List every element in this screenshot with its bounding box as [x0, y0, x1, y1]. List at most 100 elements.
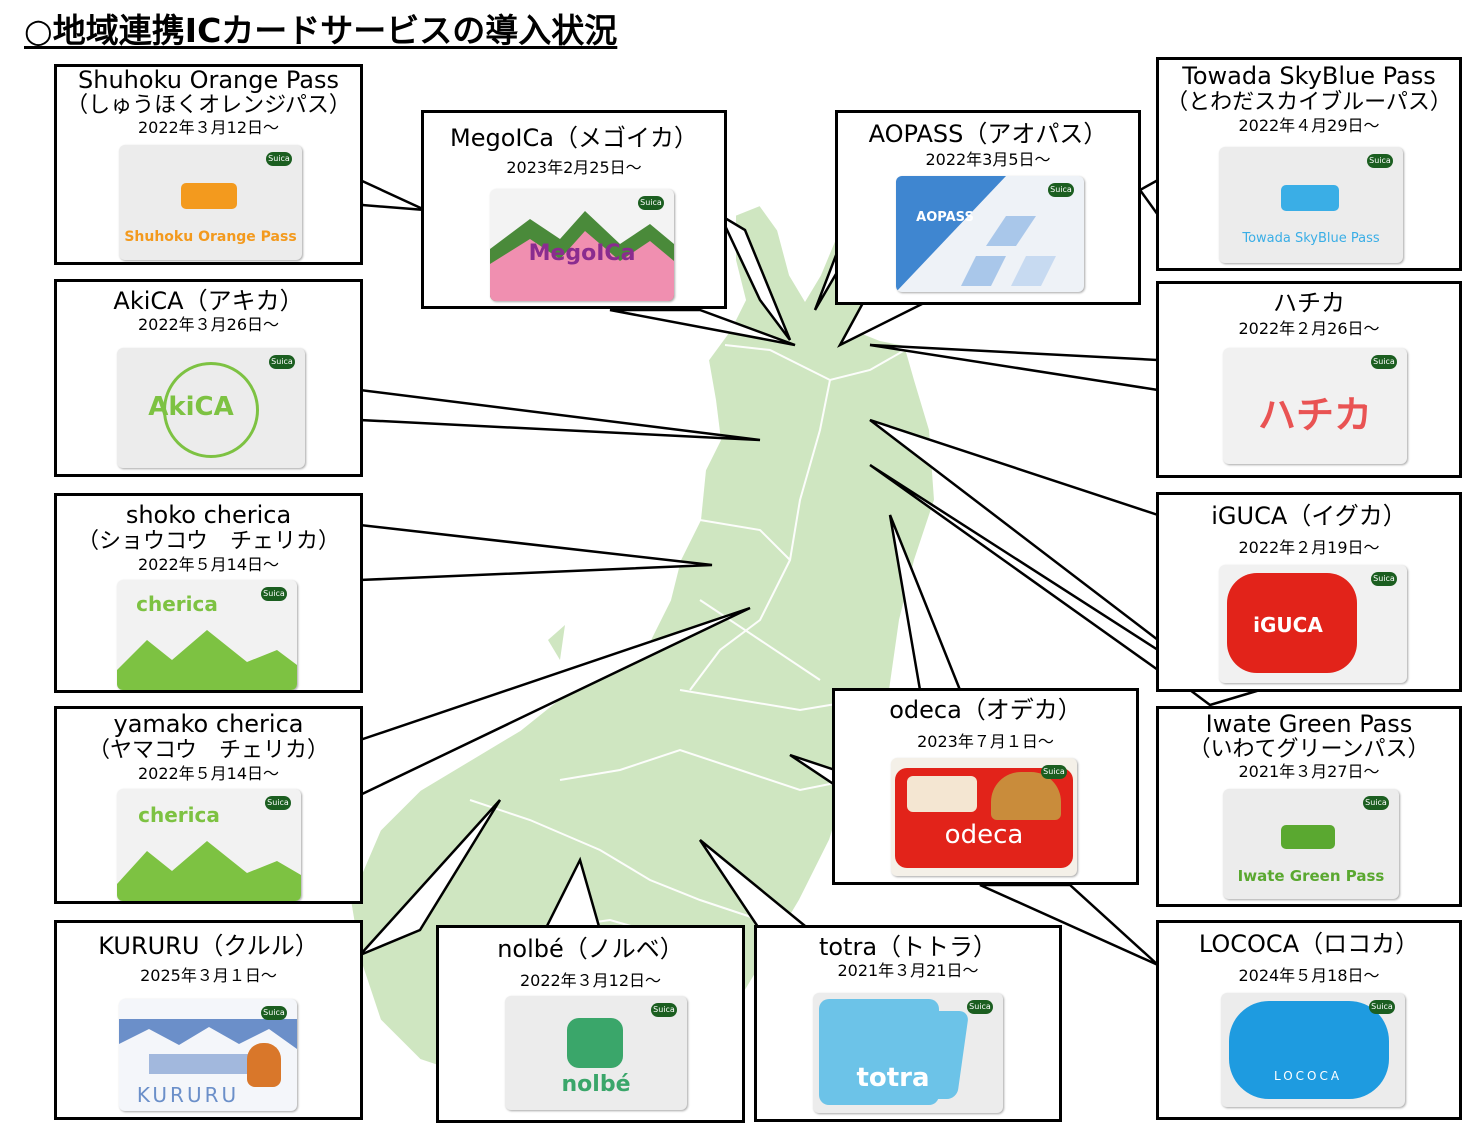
card-kana: （とわだスカイブルーパス） — [1166, 90, 1452, 115]
card-image-shuhoku: Suica Shuhoku Orange Pass — [119, 145, 302, 260]
card-name: MegoICa（メゴイカ） — [450, 124, 698, 152]
suica-logo: Suica — [651, 1003, 677, 1017]
card-image-kururu: Suica KURURU — [119, 999, 297, 1111]
bus-icon — [181, 183, 237, 209]
bus-icon — [567, 1018, 623, 1068]
card-logo-text: MegoICa — [528, 241, 636, 266]
card-logo-text: iGUCA — [1253, 613, 1323, 637]
card-name: totra（トトラ） — [818, 933, 998, 961]
callout-megoica: MegoICa（メゴイカ） 2023年2月25日～ Suica MegoICa — [421, 110, 727, 309]
kururu-mascot — [247, 1043, 281, 1087]
callout-lococa: LOCOCA（ロコカ） 2024年５月18日～ Suica LOCOCA — [1156, 920, 1462, 1120]
card-image-hachika: Suica ハチカ — [1223, 348, 1407, 464]
callout-shoko: shoko cherica （ショウコウ チェリカ） 2022年５月14日～ S… — [54, 493, 363, 693]
card-logo-text: ハチカ — [1257, 393, 1372, 437]
suica-logo: Suica — [1371, 355, 1397, 369]
card-name: odeca（オデカ） — [889, 696, 1082, 724]
card-name: Towada SkyBlue Pass — [1182, 62, 1436, 90]
leader-lines — [358, 177, 1261, 967]
card-name: iGUCA（イグカ） — [1211, 502, 1407, 530]
callout-nolbe: nolbé（ノルベ） 2022年３月12日～ Suica nolbé — [436, 925, 745, 1123]
callout-iwate: Iwate Green Pass （いわてグリーンパス） 2021年３月27日～… — [1156, 706, 1462, 907]
odeca-bear — [991, 772, 1061, 820]
card-name: AkiCA（アキカ） — [113, 287, 304, 315]
card-logo-text: odeca — [944, 820, 1024, 850]
card-image-nolbe: Suica nolbé — [505, 996, 687, 1110]
card-name: ハチカ — [1273, 289, 1345, 317]
start-date: 2022年3月5日～ — [925, 150, 1051, 169]
start-date: 2022年５月14日～ — [137, 555, 280, 574]
card-image-iwate: Suica Iwate Green Pass — [1223, 789, 1399, 899]
card-name: KURURU（クルル） — [98, 932, 319, 960]
suica-logo: Suica — [1363, 796, 1389, 810]
start-date: 2022年２月19日～ — [1238, 538, 1380, 557]
card-image-akica: Suica AkiCA — [117, 348, 305, 468]
callout-hachika: ハチカ 2022年２月26日～ Suica ハチカ — [1156, 281, 1462, 478]
callout-shuhoku: Shuhoku Orange Pass （しゅうほくオレンジパス） 2022年３… — [54, 64, 363, 265]
suica-logo: Suica — [1371, 572, 1397, 586]
card-kana: （しゅうほくオレンジパス） — [66, 93, 351, 118]
start-date: 2022年３月12日～ — [137, 118, 280, 137]
suica-logo: Suica — [265, 796, 291, 810]
callout-odeca: odeca（オデカ） 2023年７月１日～ Suica odeca — [832, 688, 1139, 885]
akica-ring — [163, 362, 259, 458]
card-logo-text: cherica — [138, 803, 220, 827]
card-kana: （ヤマコウ チェリカ） — [87, 738, 330, 763]
start-date: 2022年３月12日～ — [519, 971, 662, 990]
card-kana: （いわてグリーンパス） — [1188, 737, 1430, 762]
card-logo-text: Shuhoku Orange Pass — [124, 229, 297, 245]
card-image-towada: Suica Towada SkyBlue Pass — [1219, 147, 1403, 263]
suica-logo: Suica — [261, 1006, 287, 1020]
card-logo-text: Iwate Green Pass — [1237, 867, 1385, 885]
suica-logo: Suica — [638, 196, 664, 210]
card-image-totra: Suica totra — [813, 993, 1003, 1113]
callout-aopass: AOPASS（アオパス） 2022年3月5日～ Suica AOPASS — [835, 110, 1141, 305]
card-name: Iwate Green Pass — [1205, 710, 1413, 738]
card-name: shoko cherica — [125, 501, 292, 529]
start-date: 2021年３月21日～ — [837, 961, 979, 980]
card-image-odeca: Suica odeca — [891, 758, 1077, 876]
card-logo-text: cherica — [136, 592, 218, 616]
callout-yamako: yamako cherica （ヤマコウ チェリカ） 2022年５月14日～ S… — [54, 706, 363, 904]
suica-logo: Suica — [1041, 765, 1067, 779]
card-logo-text: AkiCA — [148, 392, 234, 422]
start-date: 2023年2月25日～ — [506, 158, 642, 177]
card-image-iguca: Suica iGUCA — [1219, 565, 1407, 683]
card-image-aopass: Suica AOPASS — [896, 176, 1084, 292]
start-date: 2025年３月１日～ — [140, 966, 277, 985]
callout-kururu: KURURU（クルル） 2025年３月１日～ Suica KURURU — [54, 920, 363, 1120]
bus-icon — [1281, 185, 1339, 211]
lococa-shape — [1229, 1001, 1389, 1099]
card-name: nolbé（ノルベ） — [497, 935, 684, 963]
card-logo-text: nolbé — [561, 1072, 631, 1097]
odeca-window — [907, 776, 977, 812]
callout-totra: totra（トトラ） 2021年３月21日～ Suica totra — [754, 925, 1062, 1122]
card-logo-text: Towada SkyBlue Pass — [1242, 231, 1380, 246]
card-logo-text: KURURU — [136, 1083, 240, 1107]
card-name: LOCOCA（ロコカ） — [1198, 930, 1420, 958]
card-image-yamako: Suica cherica — [117, 789, 301, 901]
start-date: 2021年３月27日～ — [1238, 762, 1380, 781]
card-name: yamako cherica — [113, 710, 304, 738]
card-logo-text: totra — [856, 1063, 930, 1093]
start-date: 2024年５月18日～ — [1238, 966, 1380, 985]
bus-icon — [1281, 825, 1335, 849]
card-name: AOPASS（アオパス） — [868, 120, 1108, 148]
card-logo-text: AOPASS — [916, 210, 974, 225]
suica-logo: Suica — [266, 152, 292, 166]
iguca-bubble — [1227, 573, 1357, 673]
suica-logo: Suica — [1369, 1000, 1395, 1014]
card-name: Shuhoku Orange Pass — [78, 66, 339, 94]
start-date: 2023年７月１日～ — [917, 732, 1054, 751]
suica-logo: Suica — [967, 1000, 993, 1014]
callout-towada: Towada SkyBlue Pass （とわだスカイブルーパス） 2022年４… — [1156, 57, 1462, 271]
card-image-shoko: Suica cherica — [117, 580, 297, 690]
start-date: 2022年３月26日～ — [137, 315, 280, 334]
suica-logo: Suica — [261, 587, 287, 601]
card-image-lococa: Suica LOCOCA — [1221, 993, 1405, 1107]
card-logo-text: LOCOCA — [1273, 1069, 1343, 1083]
page-title: ○地域連携ICカードサービスの導入状況 — [24, 11, 618, 50]
card-kana: （ショウコウ チェリカ） — [76, 529, 341, 554]
start-date: 2022年２月26日～ — [1238, 319, 1380, 338]
